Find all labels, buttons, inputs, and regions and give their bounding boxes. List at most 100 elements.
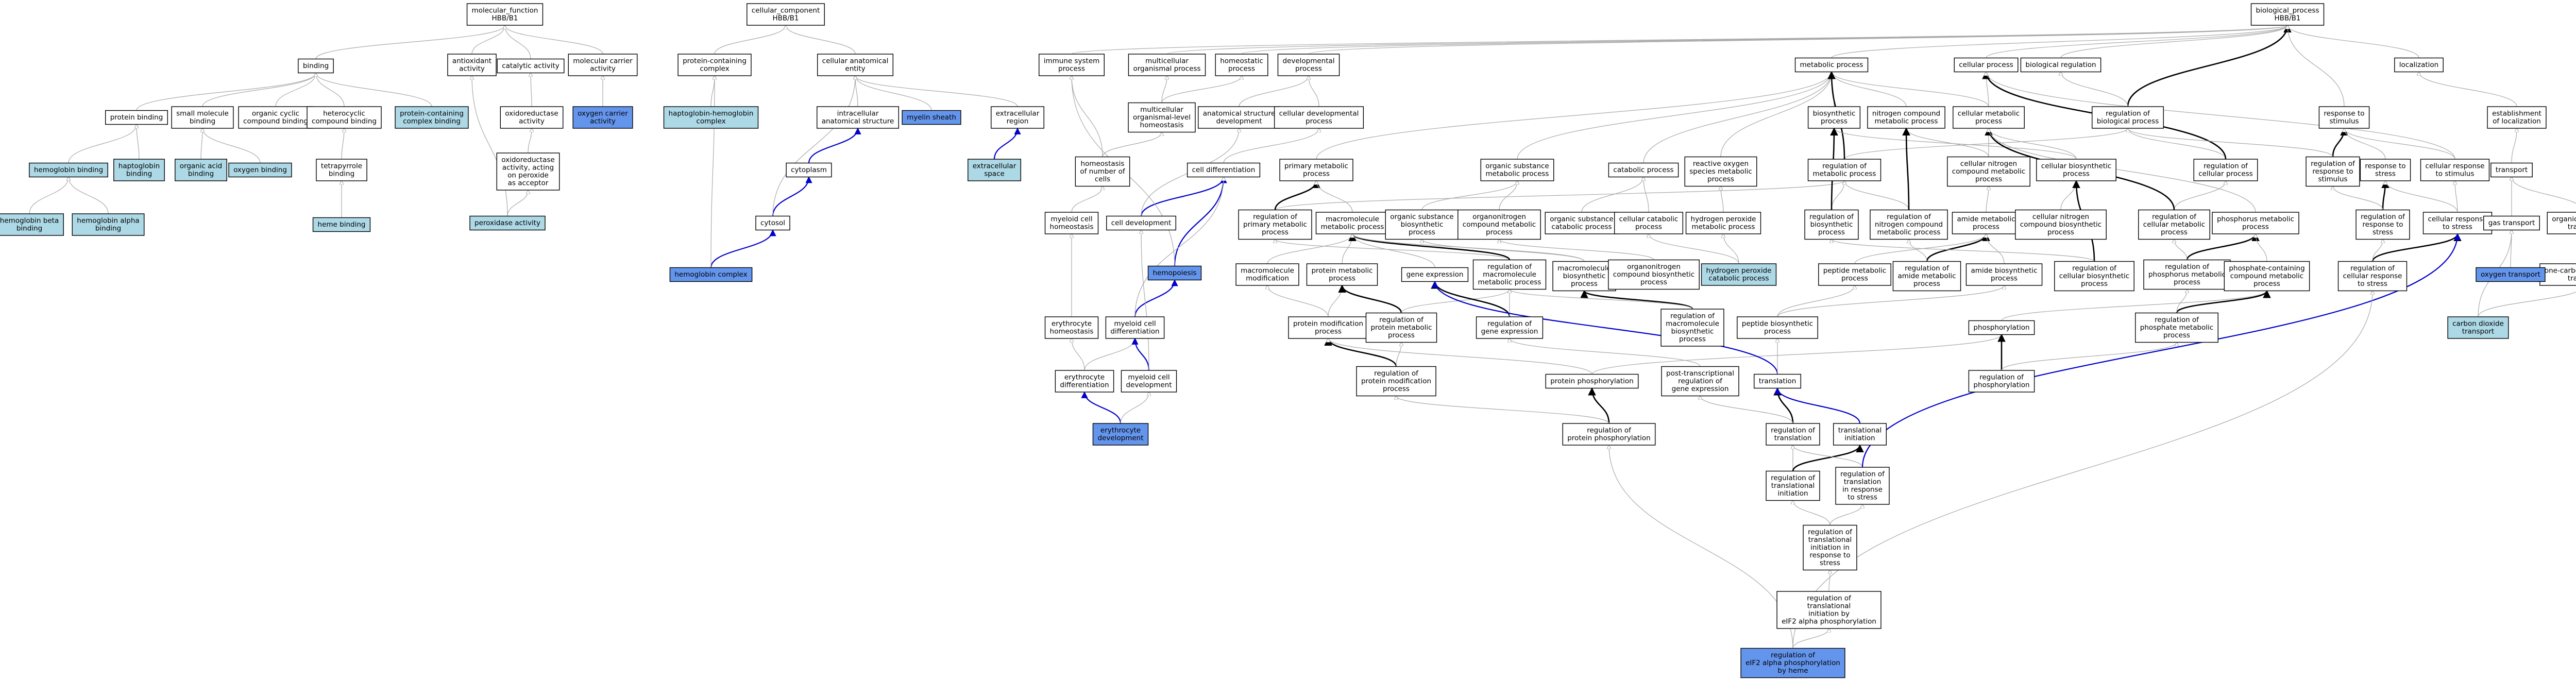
go-term-node-translation[interactable]: translation: [1754, 373, 1801, 389]
go-term-box[interactable]: [1044, 316, 1099, 339]
go-term-box[interactable]: [1807, 159, 1882, 181]
go-term-box[interactable]: [1472, 259, 1547, 290]
go-term-box[interactable]: [1794, 57, 1869, 73]
go-term-box[interactable]: [1279, 159, 1353, 181]
go-term-box[interactable]: [1315, 212, 1389, 234]
go-term-node-o2binding[interactable]: oxygen binding: [228, 162, 292, 178]
go-term-box[interactable]: [1660, 309, 1724, 347]
go-term-node-protphos[interactable]: protein phosphorylation: [1545, 373, 1639, 389]
go-term-box[interactable]: [1288, 316, 1368, 339]
go-term-box[interactable]: [1608, 259, 1700, 290]
go-term-box[interactable]: [469, 215, 546, 231]
go-term-box[interactable]: [2138, 209, 2210, 240]
go-term-box[interactable]: [175, 159, 227, 181]
go-term-node-cellproc[interactable]: cellular process: [1954, 57, 2019, 73]
go-term-box[interactable]: [228, 162, 292, 178]
go-term-box[interactable]: [1684, 156, 1757, 187]
go-term-box[interactable]: [669, 267, 753, 282]
go-term-box[interactable]: [2212, 212, 2299, 234]
go-term-box[interactable]: [1835, 467, 1890, 505]
go-term-box[interactable]: [1968, 320, 2035, 335]
go-term-box[interactable]: [2420, 159, 2490, 181]
go-term-box[interactable]: [1552, 261, 1616, 292]
go-term-box[interactable]: [1187, 162, 1261, 178]
go-term-box[interactable]: [1274, 106, 1364, 129]
go-term-box[interactable]: [2224, 261, 2310, 292]
go-term-box[interactable]: [1545, 373, 1639, 389]
go-term-box[interactable]: [1458, 209, 1541, 240]
go-term-box[interactable]: [755, 215, 790, 231]
go-term-box[interactable]: [2490, 162, 2533, 178]
go-term-box[interactable]: [2143, 259, 2231, 290]
go-term-box[interactable]: [2483, 215, 2540, 231]
go-term-box[interactable]: [2394, 57, 2444, 73]
go-term-box[interactable]: [1766, 423, 1820, 446]
go-term-node-protbind[interactable]: protein binding: [105, 110, 168, 125]
go-term-box[interactable]: [2422, 212, 2493, 234]
go-term-box[interactable]: [1701, 263, 1777, 286]
go-term-box[interactable]: [1476, 316, 1544, 339]
go-term-box[interactable]: [2476, 267, 2546, 282]
go-term-box[interactable]: [2318, 106, 2370, 129]
go-term-box[interactable]: [1954, 57, 2019, 73]
go-term-box[interactable]: [902, 110, 961, 125]
go-term-box[interactable]: [2092, 106, 2164, 129]
go-term-node-binding[interactable]: binding: [298, 58, 334, 74]
go-term-box[interactable]: [298, 58, 334, 74]
go-term-box[interactable]: [1867, 106, 1945, 129]
go-term-box[interactable]: [968, 159, 1021, 181]
go-term-box[interactable]: [1740, 648, 1845, 678]
go-term-box[interactable]: [1892, 261, 1961, 292]
go-term-box[interactable]: [1870, 209, 1948, 240]
go-term-box[interactable]: [72, 213, 145, 236]
go-term-node-orgsubtransport[interactable]: organic substancetransport: [2547, 212, 2576, 234]
go-term-box[interactable]: [466, 3, 544, 26]
go-term-box[interactable]: [2306, 156, 2360, 187]
go-term-box[interactable]: [1365, 312, 1437, 343]
go-term-box[interactable]: [1055, 370, 1114, 393]
go-term-box[interactable]: [395, 106, 469, 129]
go-term-box[interactable]: [1685, 212, 1761, 234]
go-term-box[interactable]: [1608, 162, 1679, 178]
go-term-node-geneexpr[interactable]: gene expression: [1401, 267, 1469, 282]
go-term-box[interactable]: [1356, 366, 1436, 397]
go-term-box[interactable]: [2355, 209, 2410, 240]
